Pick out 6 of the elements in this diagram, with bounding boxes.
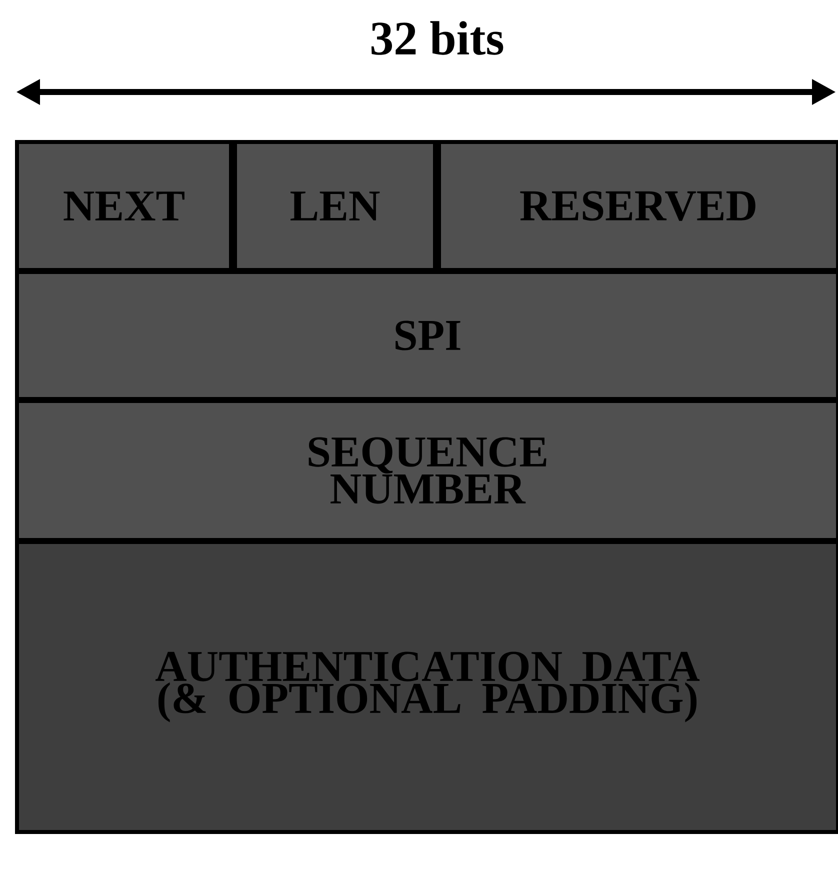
header-field: RESERVED <box>437 140 838 272</box>
dimension-label: 32 bits <box>371 21 504 55</box>
header-field: NEXT <box>15 140 233 272</box>
header-field: AUTHENTICATION DATA (& OPTIONAL PADDING) <box>15 540 838 834</box>
header-field: LEN <box>233 140 437 272</box>
header-field: SEQUENCE NUMBER <box>15 399 838 542</box>
